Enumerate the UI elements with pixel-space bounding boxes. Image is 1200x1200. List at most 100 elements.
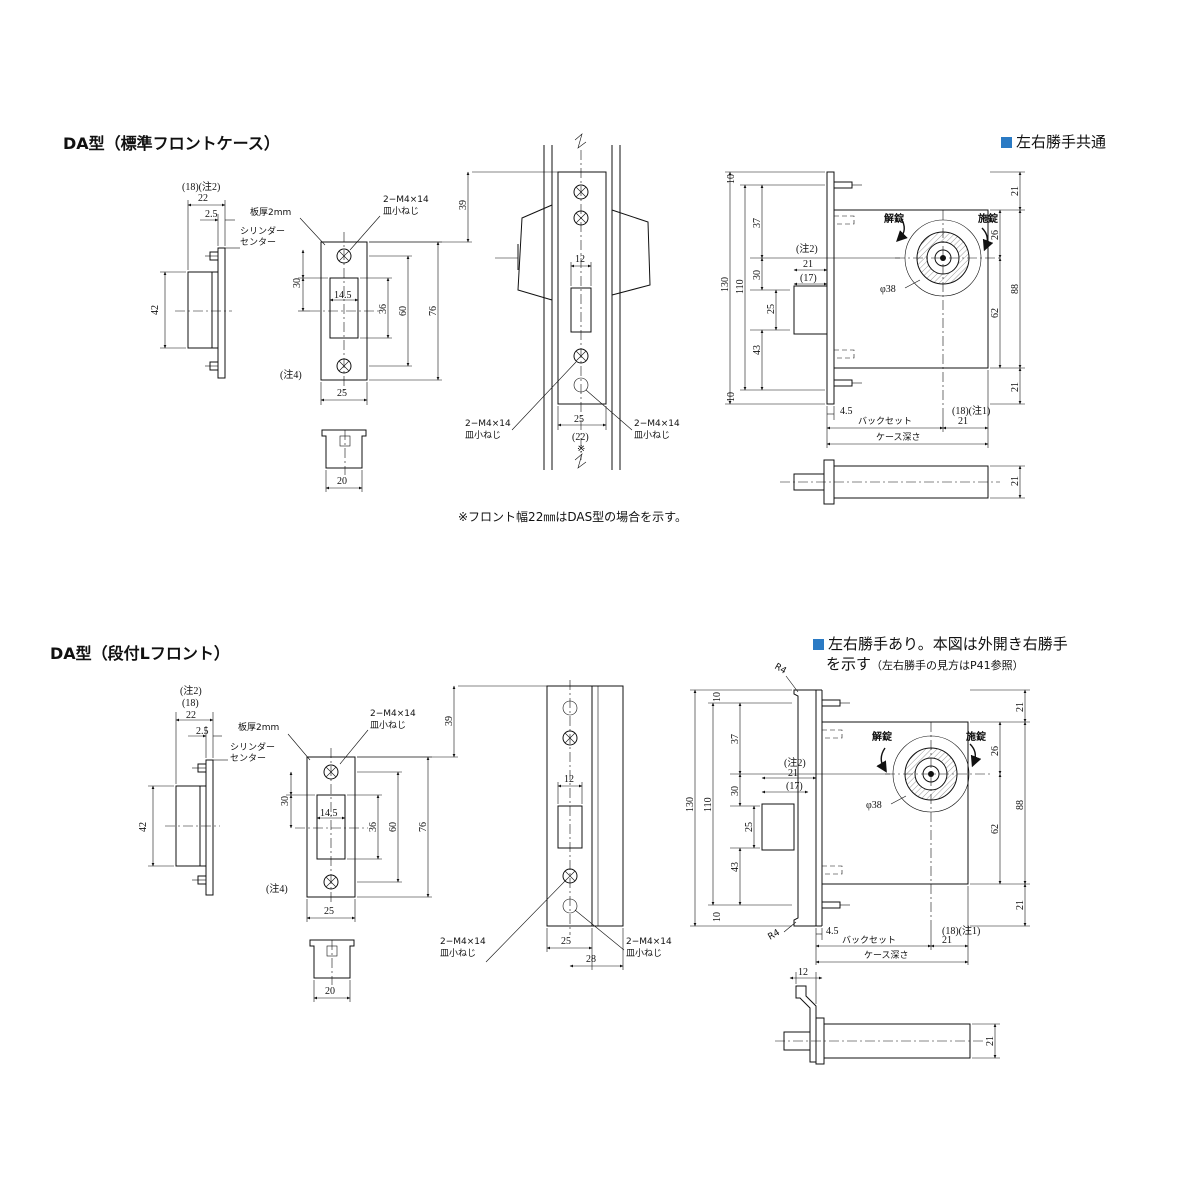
label-note4-2: (注4) — [266, 882, 288, 895]
label-center: センター — [240, 237, 276, 248]
dim-20: 20 — [337, 476, 347, 487]
dim-36: 36 — [378, 304, 389, 314]
dim-110-2: 110 — [703, 797, 714, 812]
dim-25-lfront: 25 — [561, 936, 571, 947]
label-case-depth-2: ケース深さ — [864, 950, 909, 961]
section1-footnote: ※フロント幅22㎜はDAS型の場合を示す。 — [458, 510, 687, 524]
label-note1: (18)(注1) — [952, 404, 990, 417]
dim-30-side: 30 — [752, 270, 763, 280]
lock-front-view-2: 12 39 25 28 2−M4×14 皿小ねじ 2−M4×14 皿小ねじ — [357, 680, 672, 970]
label-cylinder-2: シリンダー — [230, 741, 275, 753]
lock-top-view-1: 21 — [780, 459, 1025, 505]
dim-28: 28 — [586, 954, 596, 965]
label-backset: バックセット — [858, 416, 912, 427]
dim-88-2: 88 — [1015, 800, 1026, 810]
strike-box-view-1: 20 — [321, 429, 367, 492]
dim-36-2: 36 — [368, 822, 379, 832]
label-screw-right: 2−M4×14 — [634, 419, 680, 429]
label-screw-left: 2−M4×14 — [465, 419, 511, 429]
dim-39-2: 39 — [444, 716, 455, 726]
dim-76-2: 76 — [418, 822, 429, 832]
label-plate-thickness-2: 板厚2mm — [238, 721, 279, 733]
dim-26: 26 — [990, 230, 1001, 240]
label-screw-left-type: 皿小ねじ — [465, 430, 501, 441]
strike-box-view-2: 20 — [309, 939, 355, 1002]
dim-43: 43 — [752, 345, 763, 355]
label-lock: 施錠 — [978, 212, 998, 225]
blue-square-icon — [1001, 137, 1012, 148]
dim-37: 37 — [752, 218, 763, 228]
section1-note: 左右勝手共通 — [1001, 131, 1106, 152]
dim-18-note2: (18)(注2) — [182, 180, 220, 193]
section2-note-line1: 左右勝手あり。本図は外開き右勝手 — [828, 635, 1068, 653]
label-screw-right-type-2: 皿小ねじ — [626, 948, 662, 959]
section2-note-small: （左右勝手の見方はP41参照） — [871, 659, 1024, 672]
dim-4-5-2: 4.5 — [826, 926, 839, 937]
dim-4-5: 4.5 — [840, 406, 853, 417]
dim-21-latch: 21 — [803, 259, 813, 270]
dim-10-bottom: 10 — [726, 392, 737, 402]
strike-front-view-1: 板厚2mm 2−M4×14 皿小ねじ 25 30 14.5 36 60 — [250, 195, 442, 405]
label-screw-right-2: 2−M4×14 — [626, 937, 672, 947]
dim-21-topview-2: 21 — [985, 1036, 996, 1046]
lock-front-view-1: 12 39 25 (22) ※ 2−M4×14 皿小ねじ 2−M4×14 皿小ね… — [369, 133, 680, 470]
label-screw-type-2: 皿小ねじ — [370, 720, 406, 731]
dim-30-side-2: 30 — [730, 786, 741, 796]
dim-2-5-strike: 2.5 — [196, 726, 209, 737]
section1-title: DA型（標準フロントケース） — [63, 134, 280, 153]
dim-30-front: 30 — [292, 278, 303, 288]
dim-37-2: 37 — [730, 734, 741, 744]
dim-60: 60 — [398, 306, 409, 316]
dim-43-2: 43 — [730, 862, 741, 872]
dim-42: 42 — [150, 305, 161, 315]
section1-note-text: 左右勝手共通 — [1016, 133, 1107, 151]
dim-21-top: 21 — [1010, 186, 1021, 196]
dim-10-top: 10 — [726, 174, 737, 184]
label-cylinder: シリンダー — [240, 225, 285, 237]
dim-39: 39 — [458, 200, 469, 210]
dim-25-front: 25 — [337, 388, 347, 399]
label-screw-size-2: 2−M4×14 — [370, 709, 416, 719]
dim-12-lfront: 12 — [564, 774, 574, 785]
dim-22-paren: (22) — [572, 432, 589, 443]
dim-62: 62 — [990, 308, 1001, 318]
label-note4: (注4) — [280, 368, 302, 381]
label-note2-side-2: (注2) — [784, 756, 806, 769]
dim-17-2: (17) — [786, 781, 803, 792]
dim-21-case-2: 21 — [942, 935, 952, 946]
label-plate-thickness: 板厚2mm — [250, 206, 291, 218]
label-note1-2: (18)(注1) — [942, 924, 980, 937]
section2-note: 左右勝手あり。本図は外開き右勝手 を示す（左右勝手の見方はP41参照） — [813, 634, 1068, 676]
dim-110: 110 — [735, 279, 746, 294]
label-lock-2: 施錠 — [966, 730, 986, 743]
dim-30-strike2: 30 — [280, 796, 291, 806]
label-screw-type: 皿小ねじ — [383, 206, 419, 217]
lock-side-view-2: 解錠 施錠 φ38 R4 R4 130 110 10 10 37 30 43 2… — [685, 662, 1030, 965]
dim-14-5: 14.5 — [334, 290, 352, 301]
dim-2-5: 2.5 — [205, 209, 218, 220]
lock-side-view-1: 解錠 施錠 φ38 130 110 10 10 37 30 43 25 21 (… — [720, 171, 1025, 448]
label-r4-top: R4 — [773, 662, 789, 677]
dim-26-2: 26 — [990, 746, 1001, 756]
dim-21-latch-2: 21 — [788, 768, 798, 779]
dim-88: 88 — [1010, 284, 1021, 294]
dim-17: (17) — [800, 273, 817, 284]
dim-phi38-2: φ38 — [866, 800, 882, 811]
dim-42-strike: 42 — [138, 822, 149, 832]
dim-76: 76 — [428, 306, 439, 316]
dim-12-topview: 12 — [798, 967, 808, 978]
dim-10-bottom-2: 10 — [712, 912, 723, 922]
dim-21-case: 21 — [958, 416, 968, 427]
dim-25-lock: 25 — [574, 414, 584, 425]
label-case-depth: ケース深さ — [876, 432, 921, 443]
dim-130: 130 — [720, 277, 731, 292]
label-backset-2: バックセット — [842, 935, 896, 946]
dim-130-2: 130 — [685, 797, 696, 812]
label-screw-left-type-2: 皿小ねじ — [440, 948, 476, 959]
label-note2-side: (注2) — [796, 242, 818, 255]
dim-21-bottom: 21 — [1010, 382, 1021, 392]
dim-22: 22 — [198, 193, 208, 204]
label-r4-bottom: R4 — [767, 928, 783, 943]
dim-12-front: 12 — [575, 254, 585, 265]
dim-25-latch-2: 25 — [744, 822, 755, 832]
